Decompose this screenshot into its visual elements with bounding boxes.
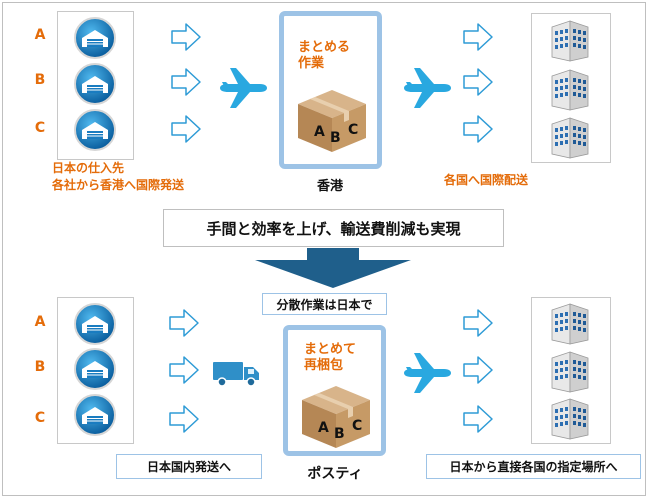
arrow-right-icon <box>170 114 202 144</box>
building-icon <box>546 114 596 160</box>
building-icon <box>546 66 596 112</box>
source-caption-line2: 各社から香港へ国際発送 <box>52 178 185 192</box>
airplane-icon <box>400 64 452 112</box>
arrow-right-icon <box>170 67 202 97</box>
hub-box-posty: まとめて 再梱包 A B C <box>283 325 386 456</box>
hub-name-top: 香港 <box>316 179 343 194</box>
arrow-right-icon <box>462 404 494 434</box>
box-letter-c: C <box>348 122 358 138</box>
hub-label-top: まとめる 作業 <box>298 40 350 72</box>
warehouse-icon <box>70 393 120 437</box>
building-icon <box>546 348 596 394</box>
warehouse-icon <box>70 347 120 391</box>
supplier-a-label: A <box>34 27 46 43</box>
domestic-shipping-tag: 日本国内発送へ <box>116 454 262 479</box>
building-icon <box>546 17 596 63</box>
arrow-right-icon <box>462 308 494 338</box>
airplane-icon <box>216 64 268 112</box>
diagram-frame <box>2 2 646 496</box>
box-letter-b: B <box>334 426 345 442</box>
hub-label-line1: まとめて <box>304 342 357 357</box>
supplier-c-label: C <box>34 410 46 426</box>
dest-caption: 各国へ国際配送 <box>444 173 529 187</box>
arrow-right-icon <box>462 67 494 97</box>
box-letter-c: C <box>352 418 362 434</box>
supplier-a-label: A <box>34 314 46 330</box>
supplier-b-label: B <box>34 72 46 88</box>
split-work-tag: 分散作業は日本で <box>262 293 387 315</box>
arrow-right-icon <box>168 404 200 434</box>
warehouse-icon <box>70 108 120 152</box>
benefit-banner: 手間と効率を上げ、輸送費削減も実現 <box>163 209 504 247</box>
hub-name-bottom: ポスティ <box>307 466 363 482</box>
hub-label-line2: 再梱包 <box>304 358 344 373</box>
arrow-right-icon <box>168 308 200 338</box>
arrow-right-icon <box>168 355 200 385</box>
building-icon <box>546 395 596 441</box>
delivery-truck-icon <box>213 362 259 387</box>
arrow-right-icon <box>462 22 494 52</box>
supplier-c-label: C <box>34 120 46 136</box>
source-caption: 日本の仕入先 各社から香港へ国際発送 <box>52 160 184 194</box>
destination-column-bottom <box>531 297 611 444</box>
arrow-right-icon <box>170 22 202 52</box>
direct-shipping-tag: 日本から直接各国の指定場所へ <box>426 454 641 479</box>
supplier-column-top <box>57 11 134 160</box>
building-icon <box>546 300 596 346</box>
hub-box-hongkong: まとめる 作業 A B C <box>279 11 382 169</box>
hub-label-bottom: まとめて 再梱包 <box>304 342 356 374</box>
hub-label-line1: まとめる <box>298 40 351 55</box>
box-letter-a: A <box>314 124 325 140</box>
box-letter-a: A <box>318 420 329 436</box>
down-arrow-icon <box>255 248 411 288</box>
supplier-column-bottom <box>57 297 134 444</box>
supplier-b-label: B <box>34 359 46 375</box>
arrow-right-icon <box>462 114 494 144</box>
airplane-icon <box>400 349 452 397</box>
hub-label-line2: 作業 <box>298 56 325 71</box>
warehouse-icon <box>70 62 120 106</box>
source-caption-line1: 日本の仕入先 <box>52 161 125 175</box>
warehouse-icon <box>70 302 120 346</box>
package-box-icon: A B C <box>294 86 370 156</box>
package-box-icon: A B C <box>298 382 374 452</box>
warehouse-icon <box>70 16 120 60</box>
box-letter-b: B <box>330 130 341 146</box>
destination-column-top <box>531 13 611 163</box>
arrow-right-icon <box>462 355 494 385</box>
